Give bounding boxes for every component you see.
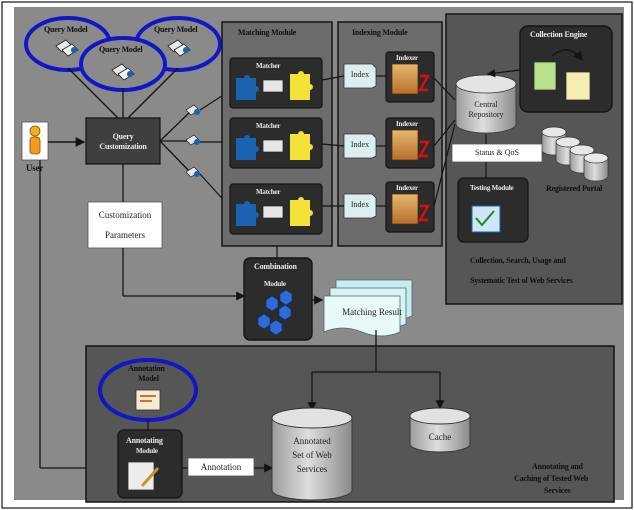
indexer-3 xyxy=(385,181,435,233)
annotating-caption-line1: Annotating and xyxy=(532,462,583,471)
puzzle-yellow-icon xyxy=(290,197,313,226)
matching-result-docs xyxy=(323,279,413,337)
index-2 xyxy=(343,133,377,159)
collection-caption-line2: Systematic Test of Web Services xyxy=(470,276,573,285)
query-model-icon-3 xyxy=(167,39,191,57)
cache-label: Cache xyxy=(428,432,452,442)
matcher-3 xyxy=(229,183,323,235)
status-qos-box xyxy=(451,143,543,163)
indexer-1 xyxy=(385,51,435,103)
matcher-1 xyxy=(229,57,323,109)
red-z-icon xyxy=(417,140,431,158)
index-label-3: Index xyxy=(350,200,370,209)
index-1 xyxy=(343,63,377,89)
query-customization-box xyxy=(85,117,161,165)
puzzle-blue-icon xyxy=(236,75,259,100)
query-model-label-1: Query Model xyxy=(44,25,88,34)
indexer-label-1: Indexer xyxy=(396,54,418,62)
hexagon-cluster-icon xyxy=(257,289,293,336)
indexer-label-2: Indexer xyxy=(396,120,418,128)
customization-parameters-line2: Parameters xyxy=(105,230,145,240)
annotated-set-line1: Annotated xyxy=(293,436,331,446)
document-icon xyxy=(565,71,591,101)
query-model-label-2: Query Model xyxy=(99,45,143,54)
user-actor xyxy=(21,121,120,473)
pen-icon xyxy=(140,467,160,487)
annotating-caption-line3: Services xyxy=(544,486,571,495)
annotation-model-line2: Model xyxy=(138,374,159,383)
red-z-icon xyxy=(417,204,431,222)
document-icon xyxy=(533,61,557,91)
index-3 xyxy=(343,193,377,219)
refresh-arrow-icon xyxy=(551,49,583,62)
matcher-label-2: Matcher xyxy=(256,122,281,130)
annotated-set-line2: Set of Web xyxy=(292,450,332,460)
indexer-2 xyxy=(385,117,435,169)
customization-parameters-box xyxy=(87,201,163,249)
matcher-label-3: Matcher xyxy=(256,188,281,196)
indexer-label-3: Indexer xyxy=(396,184,418,192)
annotated-set-line3: Services xyxy=(296,464,328,474)
puzzle-yellow-icon xyxy=(290,71,313,100)
central-repository-line1: Central xyxy=(474,100,498,109)
combination-module-title: Combination xyxy=(254,262,297,271)
index-label-1: Index xyxy=(350,70,370,79)
annotation-model-icon xyxy=(135,389,161,411)
folder-icon xyxy=(391,63,419,95)
query-model-icon-1 xyxy=(55,39,79,57)
annotating-caption-line2: Caching of Tested Web xyxy=(514,474,589,483)
annotation-label: Annotation xyxy=(200,462,242,472)
cache-cylinder xyxy=(409,407,471,453)
puzzle-blue-icon xyxy=(236,201,259,226)
index-label-2: Index xyxy=(350,140,370,149)
customization-parameters-line1: Customization xyxy=(98,210,152,220)
puzzle-yellow-icon xyxy=(290,131,313,160)
folder-icon xyxy=(391,193,419,225)
user-label: User xyxy=(26,163,44,173)
query-icons-to-matchers xyxy=(185,104,200,178)
registered-portal-disks xyxy=(541,126,609,182)
combination-module-sub: Module xyxy=(264,280,286,288)
user-icon xyxy=(29,125,41,137)
query-model-label-3: Query Model xyxy=(154,25,198,34)
annotated-set-cylinder xyxy=(271,407,353,501)
annotating-module-line2: Module xyxy=(136,447,158,455)
matcher-2 xyxy=(229,117,323,169)
central-repository xyxy=(455,74,517,134)
indexing-module-label: Indexing Module xyxy=(352,28,408,37)
checkmark-icon xyxy=(475,210,495,227)
query-customization-label: Query Customization xyxy=(99,132,147,151)
query-model-icon-2 xyxy=(111,63,135,81)
query-models-group xyxy=(24,16,222,119)
central-repository-line2: Repository xyxy=(468,110,504,119)
matching-result-label: Matching Result xyxy=(342,307,402,317)
registered-portal-label: Registered Portal xyxy=(546,184,603,193)
annotating-module-line1: Annotating xyxy=(126,436,163,445)
status-qos-label: Status & QoS xyxy=(474,148,519,157)
puzzle-blue-icon xyxy=(236,135,259,160)
matcher-label-1: Matcher xyxy=(256,62,281,70)
folder-icon xyxy=(391,129,419,161)
red-z-icon xyxy=(417,74,431,92)
collection-caption-line1: Collection, Search, Usage and xyxy=(470,256,566,265)
matching-module-label: Matching Module xyxy=(238,28,297,37)
collection-engine-label: Collection Engine xyxy=(530,30,588,39)
annotation-label-box xyxy=(187,457,255,477)
annotation-model-line1: Annotation xyxy=(128,364,165,373)
testing-module-label: Testing Module xyxy=(470,184,514,192)
